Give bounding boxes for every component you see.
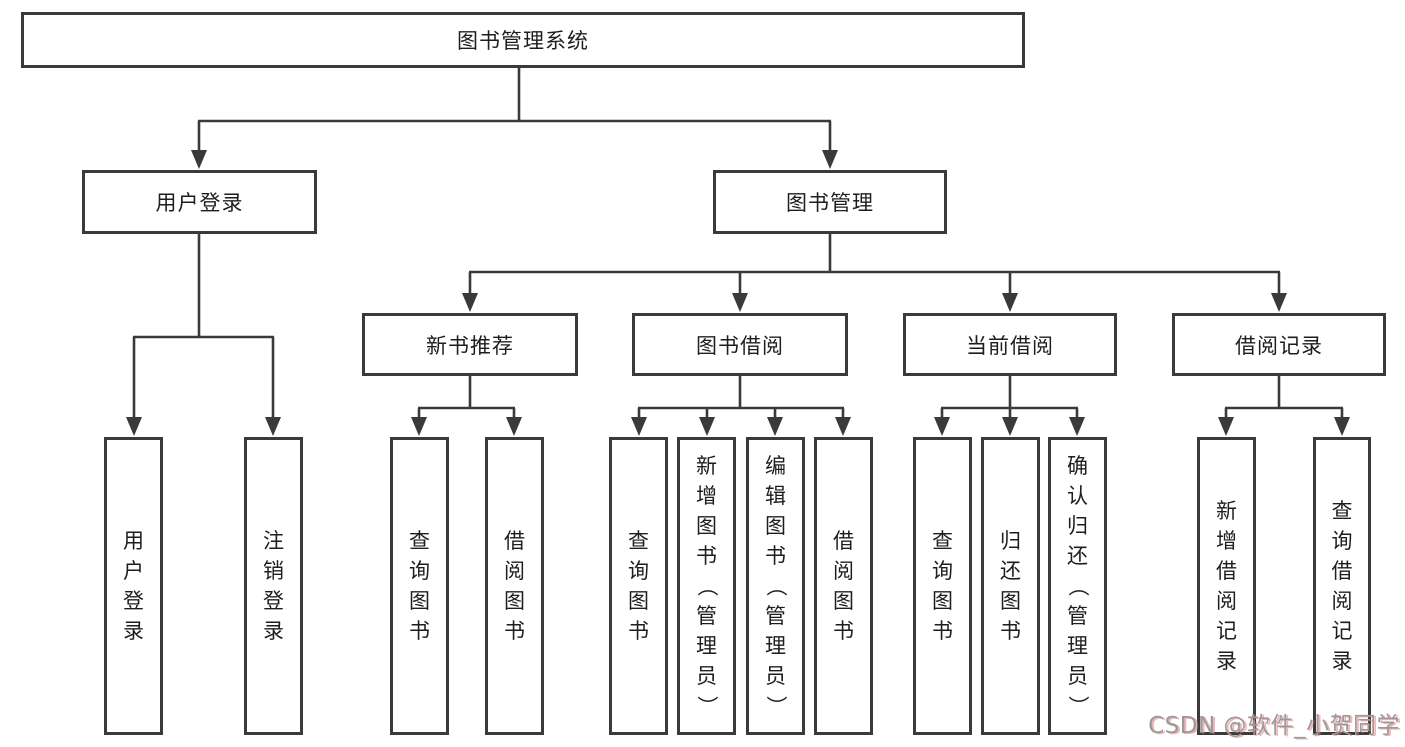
leaf-label: 注销登录 xyxy=(263,529,284,643)
leaf-label: 新增图书（管理员） xyxy=(694,454,719,717)
leaf-label: 归还图书 xyxy=(1000,529,1021,643)
leaf-add-books-admin: 新增图书（管理员） xyxy=(677,437,736,735)
leaf-label: 编辑图书（管理员） xyxy=(763,454,788,717)
leaf-edit-books-admin: 编辑图书（管理员） xyxy=(746,437,805,735)
node-label: 图书管理系统 xyxy=(457,29,589,53)
leaf-label: 查询图书 xyxy=(628,529,649,643)
leaf-label: 查询图书 xyxy=(932,529,953,643)
leaf-label: 借阅图书 xyxy=(833,529,854,643)
leaf-return-books: 归还图书 xyxy=(981,437,1040,735)
node-label: 用户登录 xyxy=(155,191,244,215)
node-book-management: 图书管理 xyxy=(713,170,947,234)
leaf-query-books-recommend: 查询图书 xyxy=(390,437,449,735)
node-label: 图书管理 xyxy=(786,191,874,215)
watermark: CSDN @软件_小贺同学 xyxy=(1148,713,1400,739)
node-new-book-recommend: 新书推荐 xyxy=(362,313,578,376)
node-book-borrow: 图书借阅 xyxy=(632,313,848,376)
node-label: 借阅记录 xyxy=(1235,333,1323,358)
leaf-add-borrow-record: 新增借阅记录 xyxy=(1197,437,1256,735)
leaf-query-borrow-record: 查询借阅记录 xyxy=(1313,437,1371,735)
leaf-query-books-current: 查询图书 xyxy=(913,437,972,735)
node-label: 图书借阅 xyxy=(696,333,784,358)
leaf-label: 确认归还（管理员） xyxy=(1065,454,1090,717)
leaf-borrow-books: 借阅图书 xyxy=(814,437,873,735)
leaf-label: 新增借阅记录 xyxy=(1216,499,1237,673)
leaf-confirm-return-admin: 确认归还（管理员） xyxy=(1048,437,1107,735)
node-user-login: 用户登录 xyxy=(82,170,317,234)
leaf-borrow-books-recommend: 借阅图书 xyxy=(485,437,544,735)
leaf-user-login: 用户登录 xyxy=(104,437,163,735)
leaf-label: 借阅图书 xyxy=(504,529,525,643)
connector-arrows xyxy=(126,150,1350,436)
node-borrow-records: 借阅记录 xyxy=(1172,313,1386,376)
leaf-query-books-borrow: 查询图书 xyxy=(609,437,668,735)
node-label: 当前借阅 xyxy=(966,333,1054,358)
node-current-borrow: 当前借阅 xyxy=(903,313,1117,376)
node-label: 新书推荐 xyxy=(426,333,514,358)
node-library-management-system: 图书管理系统 xyxy=(21,12,1025,68)
leaf-label: 查询借阅记录 xyxy=(1331,499,1353,673)
leaf-logout: 注销登录 xyxy=(244,437,303,735)
leaf-label: 用户登录 xyxy=(123,529,144,643)
leaf-label: 查询图书 xyxy=(409,529,430,643)
